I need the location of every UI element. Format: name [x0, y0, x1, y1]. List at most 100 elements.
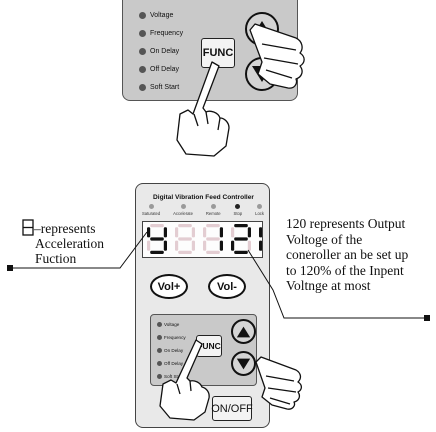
digit-segment: [219, 240, 223, 251]
display-digit: [175, 224, 195, 254]
status-led-label: Remote: [205, 211, 221, 216]
acceleration-annotation: –represents Acceleration Fuction: [22, 219, 104, 266]
on-off-button[interactable]: ON/OFF: [211, 396, 253, 421]
vol-plus-label: Vol+: [157, 280, 181, 293]
vibration-feed-controller: Digital Vibration Feed Controller Satura…: [135, 183, 279, 428]
digit-segment: [206, 237, 220, 241]
status-led-lock: Lock: [255, 204, 264, 216]
up-button[interactable]: [245, 12, 279, 46]
digit-segment: [259, 227, 263, 238]
status-led-lamp: [210, 204, 216, 209]
indicator-label: On Delay: [150, 48, 180, 55]
digit-segment: [247, 227, 251, 238]
indicator-dot: [139, 12, 146, 19]
digit-segment: [150, 224, 164, 228]
digit-segment: [231, 227, 235, 238]
indicator-dot: [139, 84, 146, 91]
indicator-label: Soft Start: [164, 374, 184, 379]
indicator-dot: [139, 66, 146, 73]
status-led-label: Lock: [255, 211, 264, 216]
indicator-dot: [139, 48, 146, 55]
status-led-lamp: [180, 204, 186, 209]
digit-segment: [175, 227, 179, 238]
output-voltage-annotation: 120 represents Output Voltoge of the con…: [286, 216, 434, 294]
digit-segment: [150, 250, 164, 254]
indicator-frequency: Frequency: [139, 30, 183, 37]
indicator-voltage: Voltage: [139, 12, 173, 19]
down-arrow-icon: [252, 66, 272, 82]
digit-segment: [175, 240, 179, 251]
vol-plus-button[interactable]: Vol+: [150, 274, 188, 299]
status-led-stop: Stop: [233, 204, 243, 216]
digit-segment: [206, 224, 220, 228]
indicator-dot: [157, 361, 162, 366]
status-led-lamp: [148, 204, 154, 209]
indicator-label: Soft Start: [150, 84, 180, 91]
display-digit: [259, 224, 279, 254]
digit-segment: [178, 224, 192, 228]
annotation-line: Voltnge at most: [286, 278, 371, 293]
annotation-line: Acceleration: [35, 236, 104, 251]
inner-control-panel: Voltage Frequency On Delay Off Delay Sof…: [150, 314, 257, 386]
digit-segment: [203, 240, 207, 251]
down-button[interactable]: [245, 57, 279, 91]
digit-segment: [234, 224, 248, 228]
digit-segment: [163, 227, 167, 238]
status-led-lamp: [235, 204, 241, 209]
status-led-label: Stop: [233, 211, 243, 216]
inner-indicator-on-delay: On Delay: [157, 348, 183, 353]
annotation-line: –represents: [22, 219, 104, 236]
status-led-accelerate: Accelerate: [173, 204, 193, 216]
digit-segment: [191, 227, 195, 238]
display-digit: [147, 224, 167, 254]
indicator-label: Off Delay: [164, 361, 184, 366]
indicator-label: Voltage: [164, 322, 180, 327]
on-off-label: ON/OFF: [211, 402, 253, 415]
digit-segment: [150, 237, 164, 241]
inner-indicator-off-delay: Off Delay: [157, 361, 183, 366]
digit-segment: [178, 250, 192, 254]
func-button-label: FUNC: [202, 47, 234, 59]
inner-indicator-frequency: Frequency: [157, 335, 186, 340]
status-led-saturated: Saturated: [142, 204, 160, 216]
digit-segment: [219, 227, 223, 238]
digit-segment: [234, 237, 248, 241]
indicator-dot: [139, 30, 146, 37]
digit-segment: [259, 240, 263, 251]
indicator-label: Voltage: [150, 12, 174, 19]
indicator-soft-start: Soft Start: [139, 84, 179, 91]
display-digit: [203, 224, 223, 254]
vol-minus-label: Vol-: [217, 280, 237, 293]
inner-func-button[interactable]: FUNC: [196, 335, 222, 357]
up-arrow-icon: [252, 21, 272, 37]
top-control-panel: Voltage Frequency On Delay Off Delay Sof…: [122, 0, 298, 101]
annotation-text: –represents: [34, 221, 96, 236]
indicator-dot: [157, 374, 162, 379]
digit-segment: [234, 250, 248, 254]
up-arrow-icon: [236, 326, 251, 337]
digit-segment: [147, 227, 151, 238]
digit-segment: [147, 240, 151, 251]
func-button-label: FUNC: [197, 341, 221, 351]
func-button[interactable]: FUNC: [201, 38, 235, 68]
indicator-dot: [157, 348, 162, 353]
annotation-line: 120 represents Output: [286, 216, 406, 231]
indicator-dot: [157, 335, 162, 340]
inner-up-button[interactable]: [231, 319, 256, 344]
inner-indicator-voltage: Voltage: [157, 322, 179, 327]
vol-minus-button[interactable]: Vol-: [208, 274, 246, 299]
digit-segment: [178, 237, 192, 241]
status-led-lamp: [257, 204, 263, 209]
annotation-line: Fuction: [35, 251, 77, 266]
down-arrow-icon: [236, 358, 251, 369]
inner-down-button[interactable]: [231, 351, 256, 376]
indicator-dot: [157, 322, 162, 327]
digit-segment: [163, 240, 167, 251]
annotation-line: to 120% of the Inpent: [286, 262, 404, 278]
digit-segment: [191, 240, 195, 251]
status-led-label: Accelerate: [173, 211, 193, 216]
display-digit: [231, 224, 251, 254]
annotation-line: coneroller an be set up: [286, 247, 409, 262]
seven-segment-digit-icon: [22, 219, 34, 236]
inner-indicator-soft-start: Soft Start: [157, 374, 183, 379]
